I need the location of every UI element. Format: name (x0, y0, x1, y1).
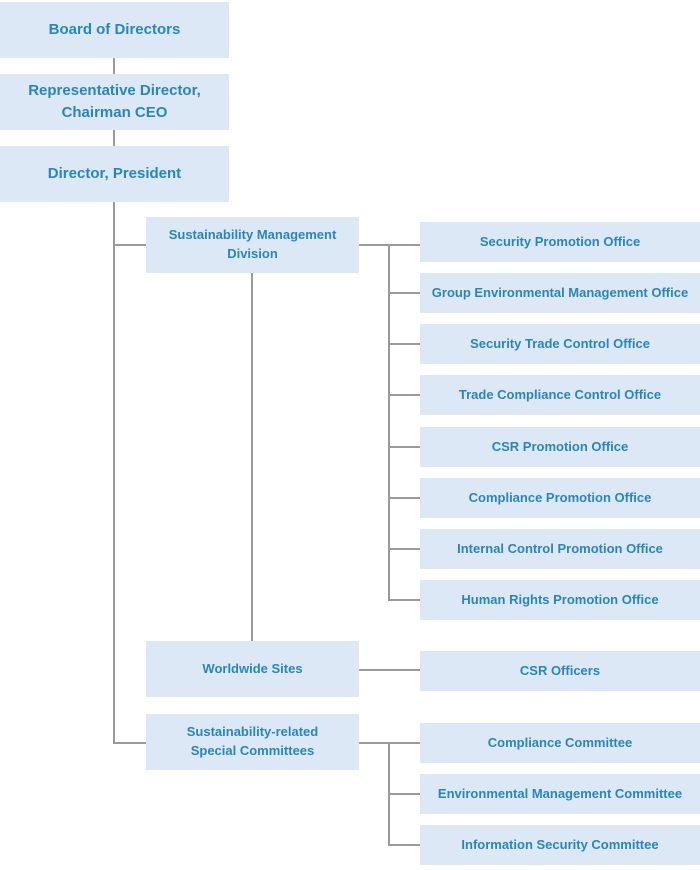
board-of-directors-label: Board of Directors (48, 21, 181, 39)
connector-offices-bus (388, 244, 390, 601)
worldwide-sites-box: Worldwide Sites (146, 641, 359, 697)
representative-director-box: Representative Director, Chairman CEO (0, 74, 229, 130)
connector-sustainability-to-worldwide (251, 273, 253, 641)
office-label: Human Rights Promotion Office (461, 591, 659, 607)
office-box: Security Promotion Office (420, 222, 700, 262)
connector-president-trunk (113, 202, 115, 744)
committee-label: Information Security Committee (461, 836, 659, 852)
committee-label: Environmental Management Committee (437, 785, 683, 801)
connector-office-6 (388, 497, 420, 499)
sustainability-division-label: Sustainability Management Division (168, 227, 337, 261)
office-label: Security Promotion Office (479, 233, 641, 249)
office-box: Compliance Promotion Office (420, 478, 700, 518)
office-box: CSR Promotion Office (420, 427, 700, 467)
committee-label: Compliance Committee (487, 734, 633, 750)
committee-box: Information Security Committee (420, 825, 700, 865)
csr-officers-box: CSR Officers (420, 651, 700, 691)
office-box: Group Environmental Management Office (420, 273, 700, 313)
connector-office-2 (388, 292, 420, 294)
director-president-box: Director, President (0, 146, 229, 202)
director-president-label: Director, President (47, 165, 182, 183)
csr-officers-label: CSR Officers (519, 662, 601, 678)
connector-rep-to-president (113, 130, 115, 146)
office-box: Trade Compliance Control Office (420, 375, 700, 415)
connector-committee-2 (388, 793, 420, 795)
committee-box: Compliance Committee (420, 723, 700, 763)
board-of-directors-box: Board of Directors (0, 2, 229, 58)
office-box: Human Rights Promotion Office (420, 580, 700, 620)
connector-office-5 (388, 446, 420, 448)
office-label: Compliance Promotion Office (468, 489, 652, 505)
office-box: Security Trade Control Office (420, 324, 700, 364)
special-committees-box: Sustainability-related Special Committee… (146, 714, 359, 770)
connector-office-3 (388, 343, 420, 345)
office-label: Security Trade Control Office (470, 335, 650, 351)
connector-worldwide-to-officers (358, 669, 420, 671)
office-label: Group Environmental Management Office (431, 284, 689, 300)
connector-board-to-rep (113, 58, 115, 74)
connector-office-7 (388, 548, 420, 550)
connector-office-4 (388, 394, 420, 396)
connector-trunk-to-sustainability (113, 244, 146, 246)
sustainability-division-box: Sustainability Management Division (146, 217, 359, 273)
office-label: Trade Compliance Control Office (458, 386, 662, 402)
connector-office-8 (388, 599, 420, 601)
office-box: Internal Control Promotion Office (420, 529, 700, 569)
connector-trunk-to-committees (113, 742, 146, 744)
special-committees-label: Sustainability-related Special Committee… (186, 724, 319, 758)
connector-committee-3 (388, 844, 420, 846)
committee-box: Environmental Management Committee (420, 774, 700, 814)
worldwide-sites-label: Worldwide Sites (202, 660, 303, 676)
office-label: Internal Control Promotion Office (457, 540, 663, 556)
representative-director-label: Representative Director, Chairman CEO (28, 82, 201, 121)
office-label: CSR Promotion Office (491, 438, 629, 454)
